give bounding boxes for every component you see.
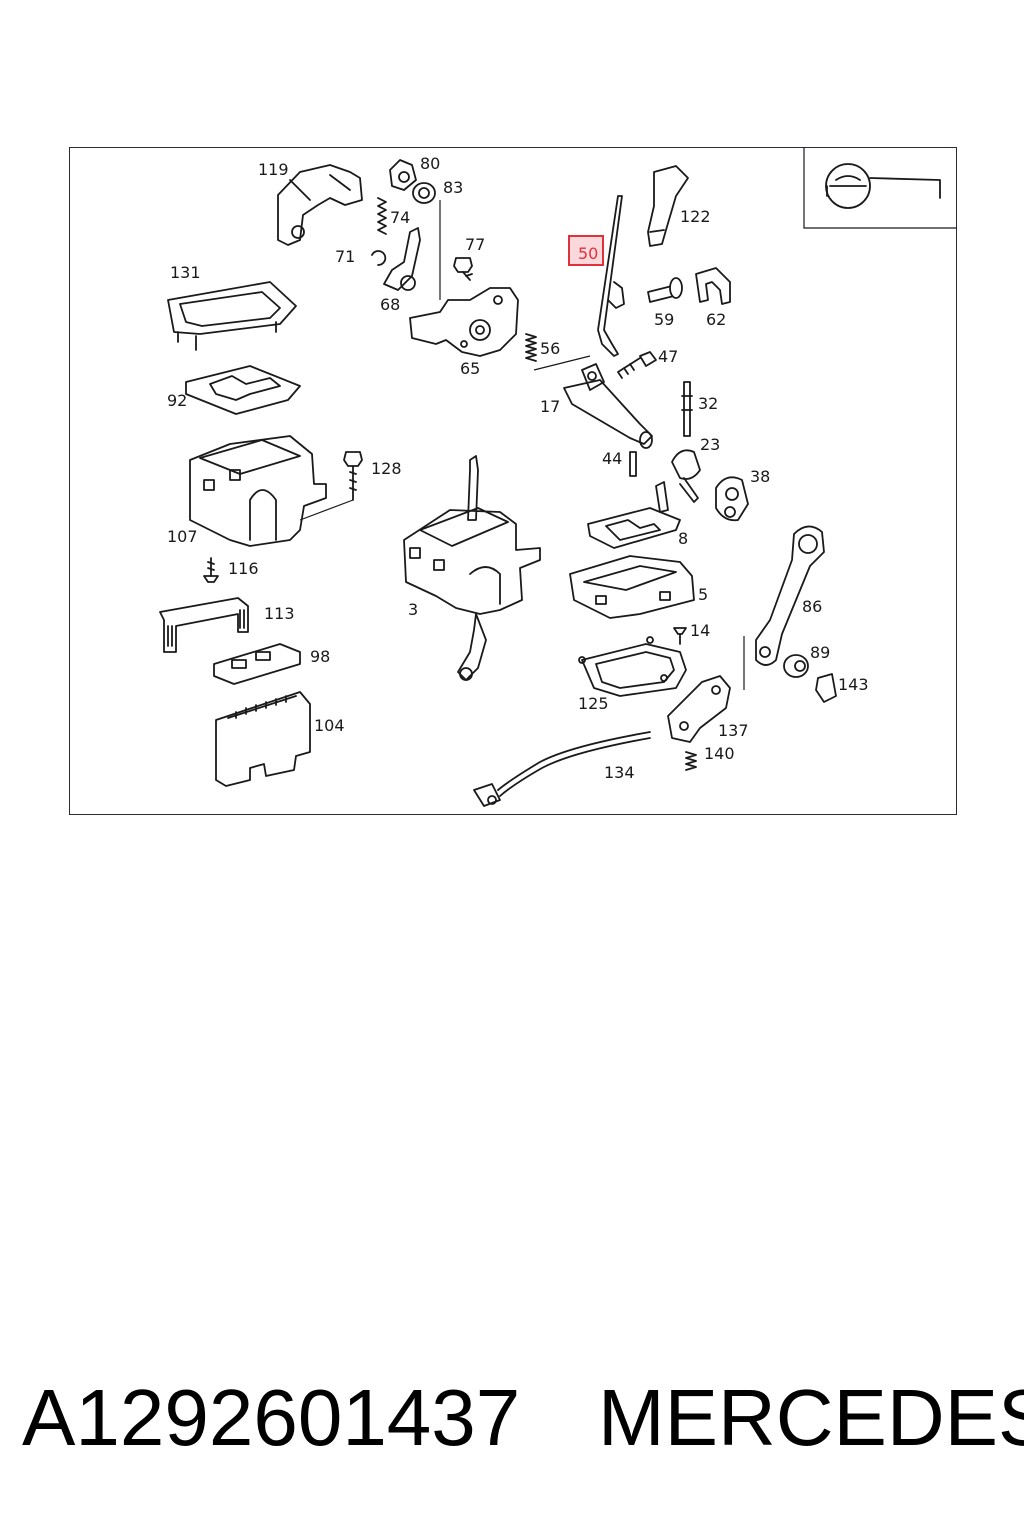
part-116[interactable] <box>203 557 219 583</box>
label-32: 32 <box>698 394 718 413</box>
label-71: 71 <box>335 247 355 266</box>
label-5: 5 <box>698 585 708 604</box>
part-17[interactable] <box>563 363 653 449</box>
part-128[interactable] <box>299 451 363 521</box>
label-92: 92 <box>167 391 187 410</box>
part-44[interactable] <box>629 451 637 477</box>
part-74[interactable] <box>377 197 387 235</box>
part-23[interactable] <box>671 449 701 503</box>
label-134: 134 <box>604 763 635 782</box>
label-104: 104 <box>314 716 345 735</box>
part-137[interactable] <box>667 675 731 743</box>
part-119[interactable] <box>277 164 363 246</box>
part-86[interactable] <box>743 525 825 690</box>
part-59[interactable] <box>647 277 683 303</box>
label-143: 143 <box>838 675 869 694</box>
part-104[interactable] <box>215 691 311 787</box>
part-80[interactable] <box>389 159 417 191</box>
part-98[interactable] <box>213 643 301 685</box>
label-80: 80 <box>420 154 440 173</box>
part-140[interactable] <box>685 751 697 771</box>
label-23: 23 <box>700 435 720 454</box>
part-131[interactable] <box>167 281 297 351</box>
label-14: 14 <box>690 621 710 640</box>
label-77: 77 <box>465 235 485 254</box>
label-131: 131 <box>170 263 201 282</box>
part-68[interactable] <box>383 227 421 291</box>
part-107[interactable] <box>189 435 327 547</box>
part-38[interactable] <box>715 476 749 522</box>
label-56: 56 <box>540 339 560 358</box>
brand-logo <box>803 147 957 229</box>
label-3: 3 <box>408 600 418 619</box>
part-83[interactable] <box>412 182 436 204</box>
part-32[interactable] <box>681 381 693 437</box>
part-47[interactable] <box>617 351 657 379</box>
label-137: 137 <box>718 721 749 740</box>
label-44: 44 <box>602 449 622 468</box>
brand-name: MERCEDES <box>598 1373 1024 1462</box>
part-113[interactable] <box>159 597 249 653</box>
part-71[interactable] <box>371 250 387 266</box>
label-128: 128 <box>371 459 402 478</box>
part-number: A1292601437 <box>22 1373 521 1462</box>
label-38: 38 <box>750 467 770 486</box>
part-77[interactable] <box>453 257 473 281</box>
label-125: 125 <box>578 694 609 713</box>
part-122[interactable] <box>647 165 689 247</box>
label-86: 86 <box>802 597 822 616</box>
part-14[interactable] <box>673 627 687 645</box>
part-62[interactable] <box>695 267 731 305</box>
label-65: 65 <box>460 359 480 378</box>
part-56[interactable] <box>525 333 591 371</box>
part-labels: 119 80 83 74 71 68 77 65 56 131 92 107 1… <box>167 154 869 782</box>
part-125[interactable] <box>578 636 687 697</box>
label-107: 107 <box>167 527 198 546</box>
part-8[interactable] <box>587 481 681 549</box>
label-74: 74 <box>390 208 410 227</box>
label-122: 122 <box>680 207 711 226</box>
part-65[interactable] <box>409 200 519 357</box>
label-98: 98 <box>310 647 330 666</box>
label-116: 116 <box>228 559 259 578</box>
label-113: 113 <box>264 604 295 623</box>
part-3[interactable] <box>403 455 541 681</box>
label-17: 17 <box>540 397 560 416</box>
label-8: 8 <box>678 529 688 548</box>
label-83: 83 <box>443 178 463 197</box>
part-50[interactable] <box>568 195 625 357</box>
part-89[interactable] <box>783 654 809 678</box>
label-50: 50 <box>578 244 598 263</box>
label-119: 119 <box>258 160 289 179</box>
label-89: 89 <box>810 643 830 662</box>
part-143[interactable] <box>815 673 837 703</box>
caption-row: A1292601437 MERCEDES <box>22 1370 1024 1470</box>
part-5[interactable] <box>569 555 695 619</box>
label-47: 47 <box>658 347 678 366</box>
highlight-box <box>568 235 604 266</box>
part-134[interactable] <box>473 731 651 807</box>
label-62: 62 <box>706 310 726 329</box>
part-92[interactable] <box>185 365 301 415</box>
label-68: 68 <box>380 295 400 314</box>
label-140: 140 <box>704 744 735 763</box>
label-59: 59 <box>654 310 674 329</box>
